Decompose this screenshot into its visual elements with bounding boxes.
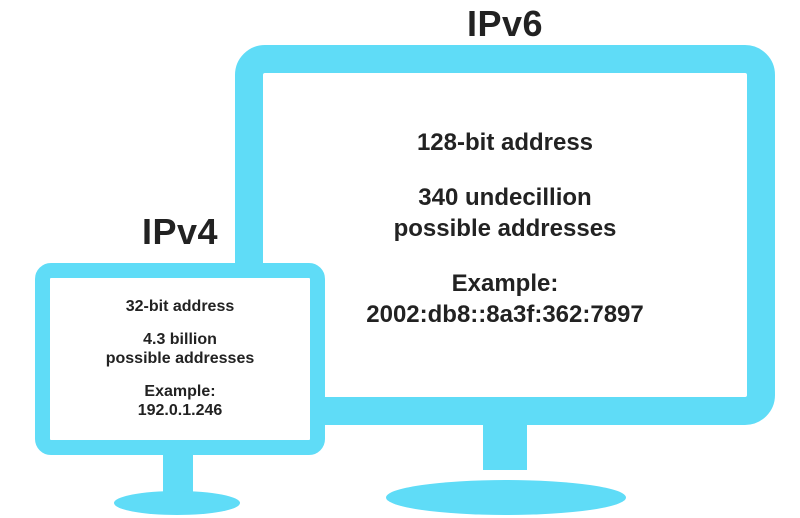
ipv4-title: IPv4 [141, 211, 219, 252]
ipv6-possible-line1: 340 undecillion [418, 183, 592, 211]
ipv4-monitor-stand-base [114, 491, 240, 515]
ipv4-example: Example: 192.0.1.246 [138, 382, 223, 420]
ipv4-possible-addresses: 4.3 billion possible addresses [106, 330, 255, 368]
ipv6-monitor-stand-neck [483, 420, 527, 470]
ipv4-monitor-stand-neck [163, 450, 193, 493]
ipv4-monitor: 32-bit address 4.3 billion possible addr… [35, 263, 325, 455]
ipv6-example-label: Example: [451, 269, 559, 297]
ipv6-possible-line2: possible addresses [393, 214, 617, 242]
ipv4-example-value: 192.0.1.246 [137, 401, 223, 419]
ipv4-possible-line1: 4.3 billion [143, 330, 217, 348]
ipv4-possible-line2: possible addresses [105, 349, 255, 367]
ipv6-title: IPv6 [466, 3, 544, 44]
ipv6-monitor-stand-base [386, 480, 626, 515]
ipv6-possible-addresses: 340 undecillion possible addresses [394, 182, 617, 244]
ipv6-example-value: 2002:db8::8a3f:362:7897 [366, 300, 644, 328]
ipv4-example-label: Example: [144, 382, 216, 400]
ipv4-bit-address: 32-bit address [125, 297, 235, 315]
ipv6-example: Example: 2002:db8::8a3f:362:7897 [366, 268, 644, 330]
ipv6-bit-address: 128-bit address [416, 128, 594, 156]
